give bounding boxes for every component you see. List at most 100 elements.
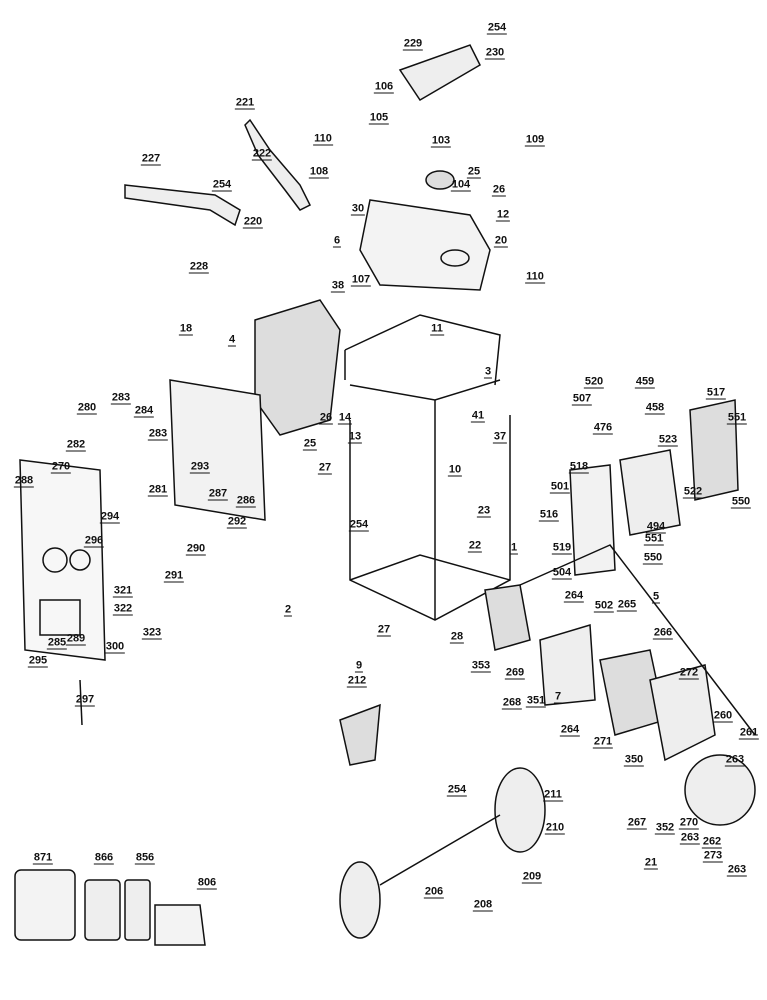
callout: 21 [643, 856, 659, 870]
callout: 20 [493, 234, 509, 248]
callout: 293 [189, 460, 211, 474]
callout: 322 [112, 602, 134, 616]
callout: 104 [450, 178, 472, 192]
callout: 269 [504, 666, 526, 680]
callout: 230 [484, 46, 506, 60]
callout: 254 [348, 518, 370, 532]
callout: 110 [525, 270, 545, 284]
callout: 295 [27, 654, 49, 668]
callout: 286 [235, 494, 257, 508]
callout: 25 [466, 165, 482, 179]
callout: 254 [446, 783, 468, 797]
callout: 271 [592, 735, 614, 749]
callout: 23 [476, 504, 492, 518]
callout: 501 [549, 480, 571, 494]
callout: 516 [538, 508, 560, 522]
callout: 268 [501, 696, 523, 710]
callout: 523 [657, 433, 679, 447]
callout: 208 [472, 898, 494, 912]
callout: 106 [373, 80, 395, 94]
callout: 296 [83, 534, 105, 548]
handle-arm [244, 118, 312, 211]
callout: 871 [32, 851, 54, 865]
callout: 292 [226, 515, 248, 529]
callout: 459 [634, 375, 656, 389]
callout: 458 [644, 401, 666, 415]
frame [344, 314, 511, 621]
callout: 107 [350, 273, 372, 287]
callout: 10 [447, 463, 463, 477]
callout: 4 [227, 333, 237, 347]
callout: 228 [188, 260, 210, 274]
callout: 266 [652, 626, 674, 640]
callout: 264 [563, 589, 585, 603]
callout: 221 [234, 96, 256, 110]
callout: 222 [251, 147, 273, 161]
callout: 323 [141, 626, 163, 640]
callout: 522 [682, 485, 704, 499]
callout: 856 [134, 851, 156, 865]
callout: 209 [521, 870, 543, 884]
callout: 18 [178, 322, 194, 336]
stator-rotor [484, 584, 666, 736]
callout: 519 [551, 541, 573, 555]
callout: 267 [626, 816, 648, 830]
callout: 105 [368, 111, 390, 125]
callout: 504 [551, 566, 573, 580]
end-cover [649, 664, 716, 762]
callout: 866 [93, 851, 115, 865]
callout: 25 [302, 437, 318, 451]
callout: 264 [559, 723, 581, 737]
callout: 41 [470, 409, 486, 423]
foot-212 [339, 703, 381, 766]
callout: 212 [346, 674, 368, 688]
callout: 210 [544, 821, 566, 835]
callout: 518 [568, 460, 590, 474]
callout: 290 [185, 542, 207, 556]
callout: 273 [702, 849, 724, 863]
callout: 270 [678, 816, 700, 830]
callout: 261 [738, 726, 760, 740]
callout: 22 [467, 539, 483, 553]
callout: 27 [317, 461, 333, 475]
callout: 37 [492, 430, 508, 444]
callout: 291 [163, 569, 185, 583]
callout: 27 [376, 623, 392, 637]
control-panel [19, 459, 106, 661]
callout: 284 [133, 404, 155, 418]
wheels-axle [339, 767, 546, 939]
callout: 282 [65, 438, 87, 452]
callout: 28 [449, 630, 465, 644]
callout: 206 [423, 885, 445, 899]
callout: 297 [74, 693, 96, 707]
rod-297 [79, 679, 83, 726]
callout: 300 [104, 640, 126, 654]
callout: 263 [726, 863, 748, 877]
callout: 806 [196, 876, 218, 890]
callout: 321 [112, 584, 134, 598]
fan-cover [684, 754, 756, 826]
callout: 352 [654, 821, 676, 835]
callout: 3 [483, 365, 493, 379]
control-box [169, 379, 266, 521]
callout: 254 [486, 21, 508, 35]
callout: 211 [543, 788, 563, 802]
callout: 283 [147, 427, 169, 441]
callout: 288 [13, 474, 35, 488]
callout: 2 [283, 603, 293, 617]
callout: 551 [726, 411, 748, 425]
callout: 263 [679, 831, 701, 845]
callout: 283 [110, 391, 132, 405]
callout: 26 [491, 183, 507, 197]
callout: 110 [313, 132, 333, 146]
callout: 294 [99, 510, 121, 524]
callout: 494 [645, 520, 667, 534]
callout: 517 [705, 386, 727, 400]
callout: 26 [318, 411, 334, 425]
callout: 11 [430, 322, 444, 336]
callout: 270 [50, 460, 72, 474]
callout: 262 [701, 835, 723, 849]
callout: 227 [140, 152, 162, 166]
